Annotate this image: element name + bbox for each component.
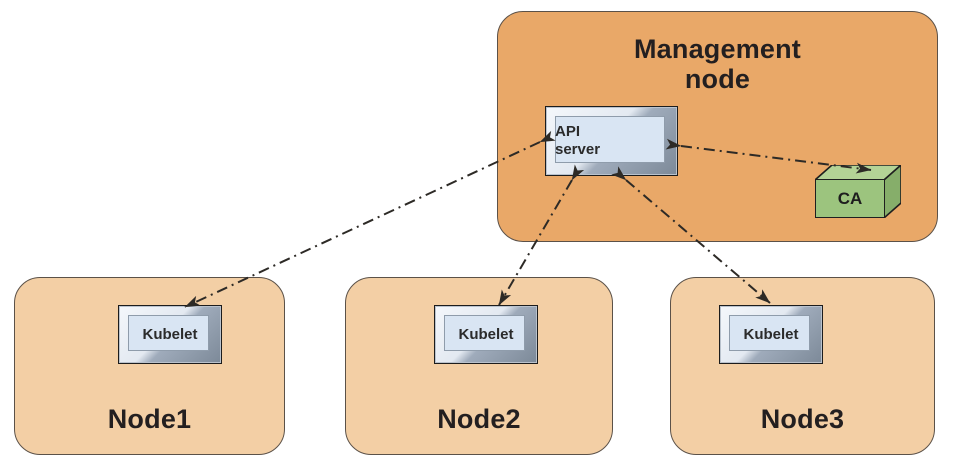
ca-box[interactable]: CA [815,165,901,218]
kubelet-face-3 [729,315,810,351]
node-container-1: Node1 [14,277,285,455]
kubelet-box-3[interactable]: Kubelet [719,305,823,364]
node-label-1: Node1 [107,403,192,434]
api-server-label: API server [555,123,601,158]
kubelet-label-2: Kubelet [458,325,514,343]
ca-side-face [883,165,901,218]
management-node-label: Management node [633,34,802,95]
kubelet-label-3: Kubelet [743,325,799,343]
ca-front-face [815,179,885,218]
node-container-3: Node3 [670,277,935,455]
ca-label: CA [837,188,863,208]
node-label-2: Node2 [437,403,521,434]
kubelet-label-1: Kubelet [142,325,198,343]
kubelet-face-2 [444,315,525,351]
kubelet-face-1 [128,315,209,351]
node-container-2: Node2 [345,277,613,455]
kubelet-box-2[interactable]: Kubelet [434,305,538,364]
node-label-3: Node3 [760,403,845,434]
kubelet-box-1[interactable]: Kubelet [118,305,222,364]
api-server-box[interactable]: API server [545,106,678,176]
